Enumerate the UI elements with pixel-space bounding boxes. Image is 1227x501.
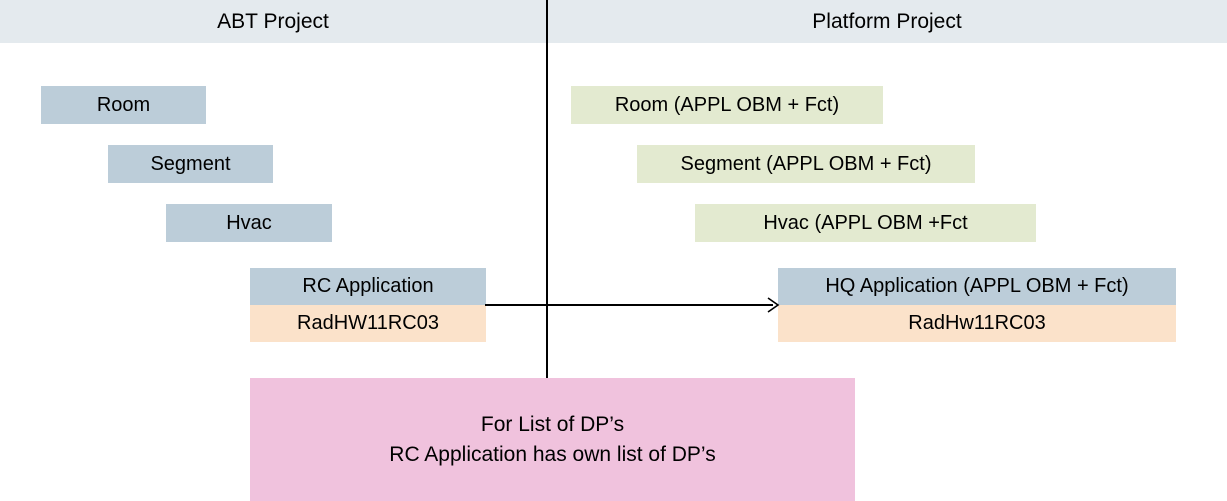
- left-node-rc-application-title[interactable]: RC Application: [250, 268, 486, 305]
- column-header-platform-project: Platform Project: [812, 10, 962, 33]
- left-node-hvac[interactable]: Hvac: [166, 204, 332, 242]
- connector-arrow-line: [485, 304, 773, 306]
- note-line-1: For List of DP’s: [480, 412, 625, 436]
- left-node-rc-application-subtitle[interactable]: RadHW11RC03: [250, 305, 486, 342]
- column-divider: [546, 0, 548, 378]
- right-node-hq-application-title[interactable]: HQ Application (APPL OBM + Fct): [778, 268, 1176, 305]
- right-node-room[interactable]: Room (APPL OBM + Fct): [571, 86, 883, 124]
- note-line-2: RC Application has own list of DP’s: [389, 442, 716, 466]
- right-node-segment[interactable]: Segment (APPL OBM + Fct): [637, 145, 975, 183]
- right-node-hvac[interactable]: Hvac (APPL OBM +Fct: [695, 204, 1036, 242]
- header-bar: [0, 0, 1227, 43]
- column-header-abt-project: ABT Project: [217, 10, 329, 33]
- note-box: For List of DP’s RC Application has own …: [250, 378, 855, 501]
- arrow-right-icon: [767, 297, 780, 313]
- right-node-hq-application-subtitle[interactable]: RadHw11RC03: [778, 305, 1176, 342]
- left-node-segment[interactable]: Segment: [108, 145, 273, 183]
- left-node-room[interactable]: Room: [41, 86, 206, 124]
